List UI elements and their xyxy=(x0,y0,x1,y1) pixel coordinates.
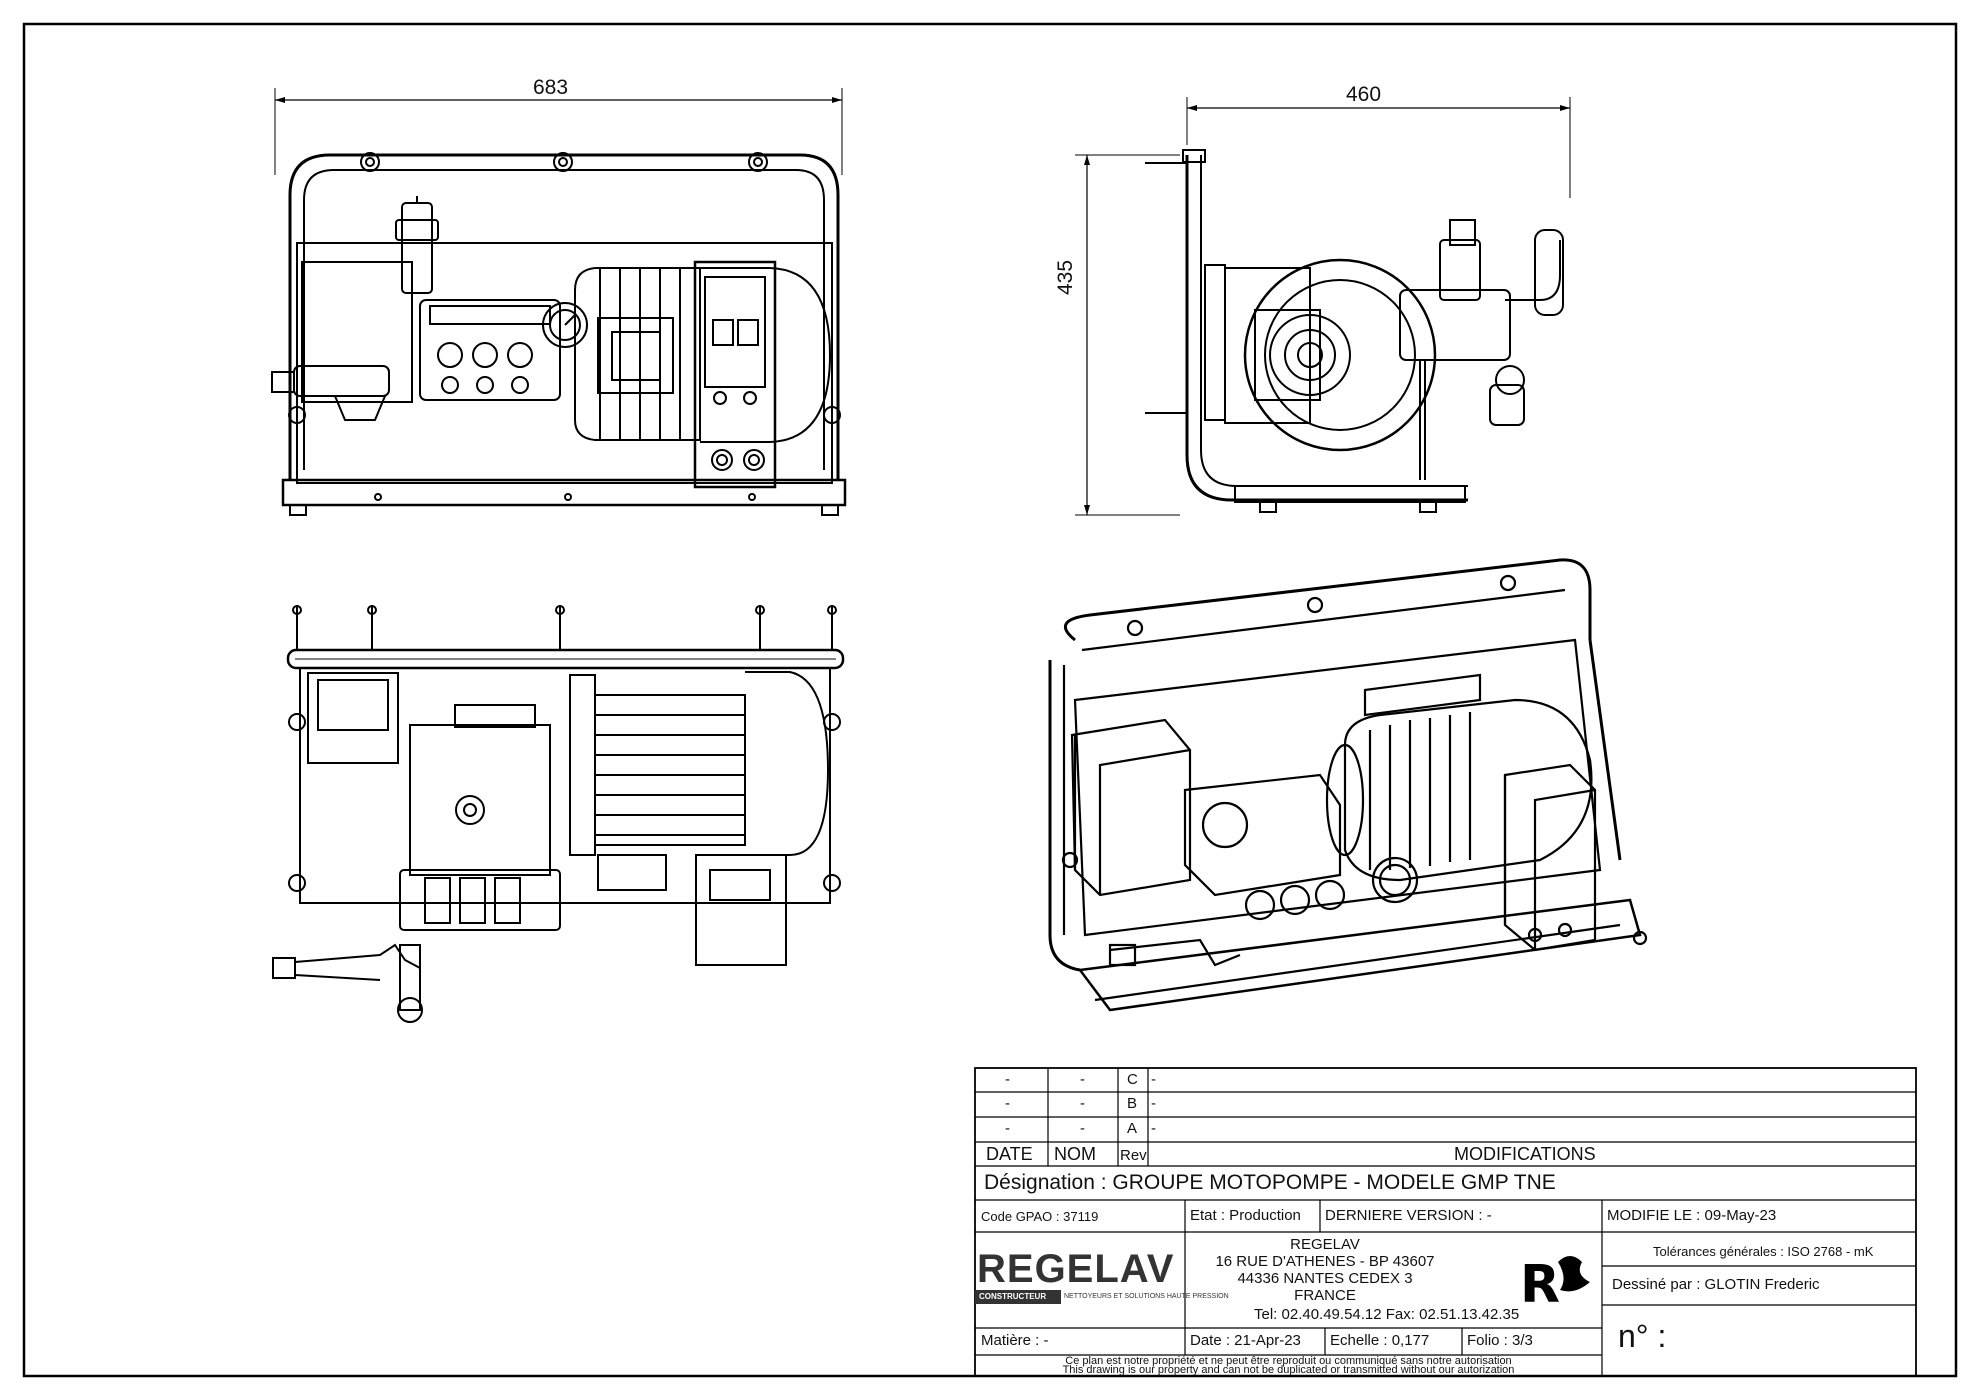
regelav-r-logo-icon: R xyxy=(1520,1255,1590,1315)
col-header-rev: Rev xyxy=(1120,1147,1147,1164)
front-view xyxy=(271,88,847,516)
rev-a-name: - xyxy=(1080,1120,1085,1137)
col-header-nom: NOM xyxy=(1054,1144,1096,1164)
rev-b-date: - xyxy=(1005,1095,1010,1112)
logo-tagline: NETTOYEURS ET SOLUTIONS HAUTE PRESSION xyxy=(1064,1293,1229,1300)
rev-a-letter: A xyxy=(1127,1120,1138,1137)
side-view xyxy=(1075,97,1571,516)
rev-c-mod: - xyxy=(1151,1071,1156,1088)
top-view xyxy=(272,605,845,1023)
regelav-logo: REGELAV xyxy=(977,1247,1175,1291)
dimension-label-460: 460 xyxy=(1346,83,1382,106)
designation: Désignation : GROUPE MOTOPOMPE - MODELE … xyxy=(984,1171,1556,1194)
company-country: FRANCE xyxy=(1294,1287,1356,1304)
company-phone-fax: Tel: 02.40.49.54.12 Fax: 02.51.13.42.35 xyxy=(1254,1306,1520,1323)
title-block-grid xyxy=(974,1067,1917,1377)
rev-c-date: - xyxy=(1005,1071,1010,1088)
rev-b-mod: - xyxy=(1151,1095,1156,1112)
echelle: Echelle : 0,177 xyxy=(1330,1332,1430,1349)
logo-constructeur: CONSTRUCTEUR xyxy=(979,1292,1047,1301)
company-address-line1: 16 RUE D'ATHENES - BP 43607 xyxy=(1215,1253,1435,1270)
tolerances: Tolérances générales : ISO 2768 - mK xyxy=(1653,1244,1874,1259)
modifie-le: MODIFIE LE : 09-May-23 xyxy=(1607,1207,1777,1224)
dimension-label-435: 435 xyxy=(1054,259,1077,295)
dessine-par: Dessiné par : GLOTIN Frederic xyxy=(1612,1276,1820,1293)
rev-a-date: - xyxy=(1005,1120,1010,1137)
col-header-modifications: MODIFICATIONS xyxy=(1454,1144,1596,1164)
company-address-line2: 44336 NANTES CEDEX 3 xyxy=(1237,1270,1413,1287)
folio: Folio : 3/3 xyxy=(1467,1332,1533,1349)
logo-constructeur-bar xyxy=(975,1290,1061,1304)
ownership-notice-en: This drawing is our property and can not… xyxy=(1062,1364,1515,1376)
company-name: REGELAV xyxy=(1290,1236,1360,1253)
rev-c-letter: C xyxy=(1127,1071,1138,1088)
etat: Etat : Production xyxy=(1190,1207,1301,1224)
ownership-notice-fr: Ce plan est notre propriété et ne peut ê… xyxy=(1065,1355,1512,1367)
derniere-version: DERNIERE VERSION : - xyxy=(1325,1207,1492,1224)
rev-b-letter: B xyxy=(1127,1095,1138,1112)
code-gpao: Code GPAO : 37119 xyxy=(981,1209,1099,1224)
rev-a-mod: - xyxy=(1151,1120,1156,1137)
date: Date : 21-Apr-23 xyxy=(1190,1332,1301,1349)
svg-text:R: R xyxy=(1520,1255,1560,1315)
isometric-view xyxy=(1048,558,1648,1012)
col-header-date: DATE xyxy=(986,1144,1033,1164)
rev-b-name: - xyxy=(1080,1095,1085,1112)
drawing-number: n° : xyxy=(1618,1318,1667,1354)
dimension-label-683: 683 xyxy=(533,76,569,99)
rev-c-name: - xyxy=(1080,1071,1085,1088)
matiere: Matière : - xyxy=(981,1332,1049,1349)
